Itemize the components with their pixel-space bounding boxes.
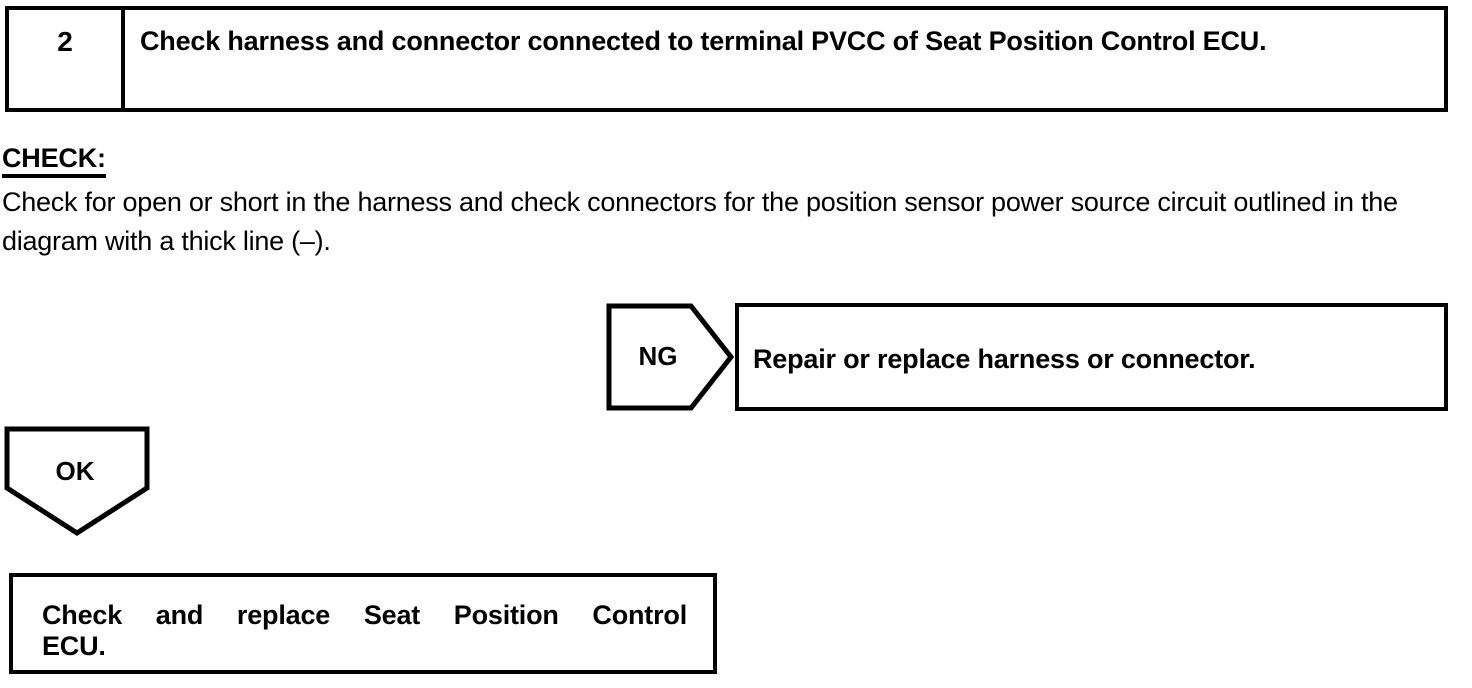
ok-result-line-2: ECU. xyxy=(42,631,106,661)
ok-result-box: Check and replace Seat Position Control … xyxy=(9,573,717,674)
step-title: Check harness and connector connected to… xyxy=(140,26,1267,56)
step-number: 2 xyxy=(57,26,73,57)
ng-arrow-shape xyxy=(606,303,734,411)
ok-result-line-1: Check and replace Seat Position Control xyxy=(42,600,687,630)
ng-result-box: Repair or replace harness or connector. xyxy=(735,303,1448,411)
ok-result-text: Check and replace Seat Position Control … xyxy=(42,600,687,662)
check-block: CHECK: Check for open or short in the ha… xyxy=(2,142,1462,261)
check-label: CHECK: xyxy=(2,142,106,178)
ng-branch-arrow: NG xyxy=(606,303,734,411)
ng-result-text: Repair or replace harness or connector. xyxy=(753,344,1256,374)
step-number-cell: 2 xyxy=(9,10,125,108)
ok-label: OK xyxy=(55,456,95,486)
ng-label: NG xyxy=(638,341,678,371)
ok-branch-arrow: OK xyxy=(4,426,150,536)
step-title-cell: Check harness and connector connected to… xyxy=(129,10,1444,108)
ok-arrow-shape xyxy=(4,426,150,536)
step-table: 2 Check harness and connector connected … xyxy=(5,6,1448,112)
check-body: Check for open or short in the harness a… xyxy=(2,187,1398,256)
